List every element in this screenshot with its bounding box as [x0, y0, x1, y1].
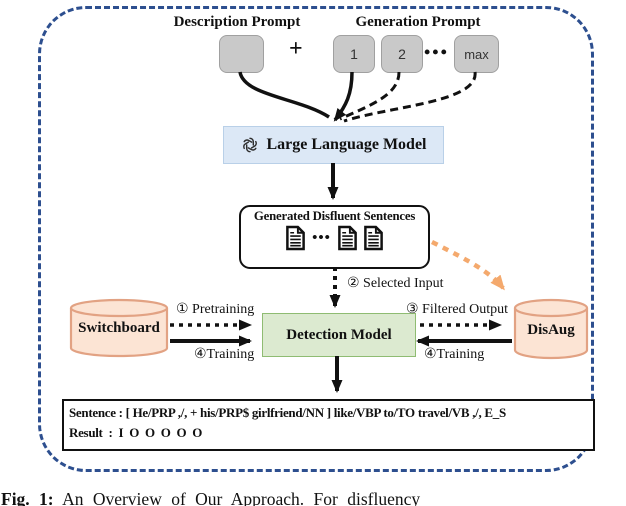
caption-text: An Overview of Our Approach. For disflue…	[62, 489, 421, 506]
sentence-line: Sentence : [ He/PRP ,/, + his/PRP$ girlf…	[69, 405, 506, 420]
detection-model-label: Detection Model	[286, 326, 392, 343]
description-prompt-box	[219, 35, 264, 73]
edge-label-pretraining: ① Pretraining	[176, 302, 255, 317]
switchboard-label: Switchboard	[78, 320, 160, 336]
switchboard-database: Switchboard	[69, 298, 169, 358]
disaug-database: DisAug	[512, 297, 590, 361]
ellipsis-dots: •••	[424, 42, 449, 62]
generated-title: Generated Disfluent Sentences	[253, 209, 416, 223]
cylinder-shape	[513, 298, 589, 360]
result-line: Result : I O O O O O	[69, 425, 203, 440]
edge-label-training-left: ④Training	[194, 347, 255, 362]
document-icon	[337, 225, 358, 251]
diagram-dashed-border	[38, 6, 594, 472]
openai-icon	[241, 136, 259, 154]
document-icon	[285, 225, 306, 251]
large-language-model-box: Large Language Model	[223, 126, 444, 164]
disaug-label: DisAug	[527, 322, 575, 338]
generation-prompt-box-max: max	[454, 35, 499, 73]
edge-label-filtered-output: ③ Filtered Output	[406, 302, 508, 317]
detection-model-box: Detection Model	[262, 313, 416, 357]
generation-prompt-box-1: 1	[333, 35, 375, 73]
figure-caption: Fig. 1: An Overview of Our Approach. For…	[1, 489, 611, 506]
generated-disfluent-sentences-box: Generated Disfluent Sentences •••	[239, 205, 430, 269]
description-prompt-label: Description Prompt	[173, 14, 301, 30]
generation-prompt-label: Generation Prompt	[355, 14, 481, 30]
cylinder-shape	[69, 298, 169, 358]
edge-label-training-right: ④Training	[424, 347, 485, 362]
edge-label-selected-input: ② Selected Input	[347, 276, 444, 291]
llm-label: Large Language Model	[266, 136, 427, 153]
document-icon	[363, 225, 384, 251]
plus-sign: +	[289, 36, 303, 62]
documents-ellipsis: •••	[312, 229, 331, 246]
caption-prefix: Fig. 1:	[1, 489, 54, 506]
example-output-box: Sentence : [ He/PRP ,/, + his/PRP$ girlf…	[62, 399, 595, 451]
generation-prompt-box-2: 2	[381, 35, 423, 73]
